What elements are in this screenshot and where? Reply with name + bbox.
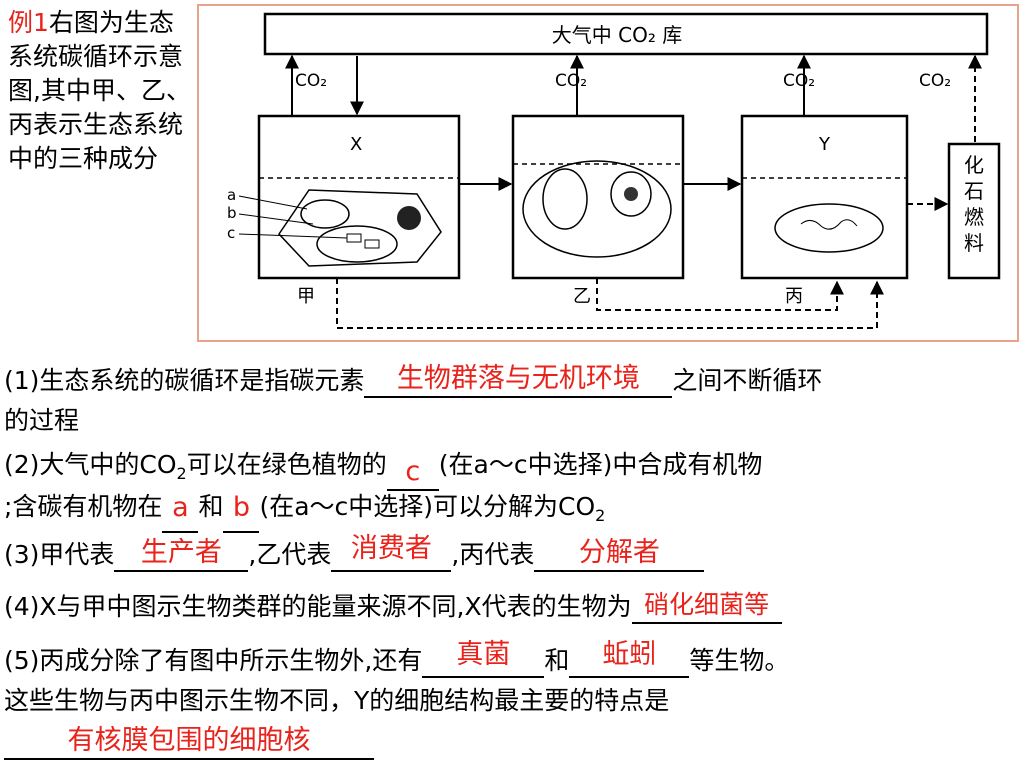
question-1-line2: 的过程 (4, 406, 80, 435)
co2-label: CO₂ (555, 71, 587, 91)
answer-text: 消费者 (350, 533, 432, 564)
question-5-line3: 有核膜包围的细胞核 (4, 726, 374, 760)
label-c: c (227, 224, 235, 242)
answer-blank[interactable]: 有核膜包围的细胞核 (4, 725, 374, 760)
answer-blank[interactable]: 生产者 (114, 537, 249, 572)
co2-label: CO₂ (783, 71, 815, 91)
answer-text: c (405, 456, 421, 487)
answer-text: 分解者 (578, 537, 660, 568)
answer-text: b (232, 492, 251, 523)
question-3: (3)甲代表生产者,乙代表消费者,丙代表分解者 (4, 534, 705, 572)
label-x: X (350, 134, 362, 155)
example-label: 例1 (8, 8, 49, 37)
question-1: (1)生态系统的碳循环是指碳元素生物群落与无机环境之间不断循环 (4, 364, 822, 398)
answer-text: 生产者 (140, 537, 222, 568)
label-a: a (227, 186, 236, 204)
answer-text: 生物群落与无机环境 (396, 363, 640, 394)
label-b: b (227, 204, 237, 222)
answer-text: 硝化细菌等 (644, 590, 770, 619)
answer-blank[interactable]: c (386, 456, 439, 491)
box-yi (511, 114, 685, 280)
box-bing (740, 114, 909, 280)
question-5-line2: 这些生物与丙中图示生物不同，Y的细胞结构最主要的特点是 (4, 686, 670, 715)
question-5: (5)丙成分除了有图中所示生物外,还有真菌和蚯蚓等生物。 (4, 640, 789, 678)
atmosphere-box (263, 12, 989, 56)
answer-blank[interactable]: 消费者 (331, 534, 452, 572)
label-bing: 丙 (785, 286, 803, 307)
answer-text: a (172, 492, 189, 523)
label-yi: 乙 (573, 286, 591, 307)
label-jia: 甲 (297, 286, 315, 307)
answer-text: 有核膜包围的细胞核 (67, 725, 311, 756)
answer-blank[interactable]: b (223, 493, 260, 533)
answer-text: 真菌 (456, 639, 511, 670)
answer-blank[interactable]: 生物群落与无机环境 (364, 363, 673, 398)
co2-label: CO₂ (295, 71, 327, 91)
box-fossil (947, 142, 1001, 280)
atmosphere-label: 大气中 CO₂ 库 (552, 23, 682, 47)
answer-blank[interactable]: 硝化细菌等 (631, 590, 782, 624)
answer-blank[interactable]: a (162, 493, 199, 533)
carbon-cycle-diagram: 大气中 CO₂ 库 CO₂ CO₂ CO₂ CO₂ X a b c 甲 乙 Y … (197, 4, 1019, 342)
answer-blank[interactable]: 真菌 (422, 640, 545, 678)
label-fossil: 化石燃料 (964, 153, 984, 255)
co2-label: CO₂ (919, 71, 951, 91)
label-y: Y (818, 134, 831, 155)
question-4: (4)X与甲中图示生物类群的能量来源不同,X代表的生物为硝化细菌等 (4, 590, 782, 624)
intro-body: 右图为生态系统碳循环示意图,其中甲、乙、丙表示生态系统中的三种成分 (8, 8, 191, 173)
answer-text: 蚯蚓 (602, 639, 657, 670)
answer-blank[interactable]: 分解者 (534, 537, 705, 572)
intro-text: 例1右图为生态系统碳循环示意图,其中甲、乙、丙表示生态系统中的三种成分 (8, 6, 198, 176)
answer-blank[interactable]: 蚯蚓 (569, 640, 690, 678)
